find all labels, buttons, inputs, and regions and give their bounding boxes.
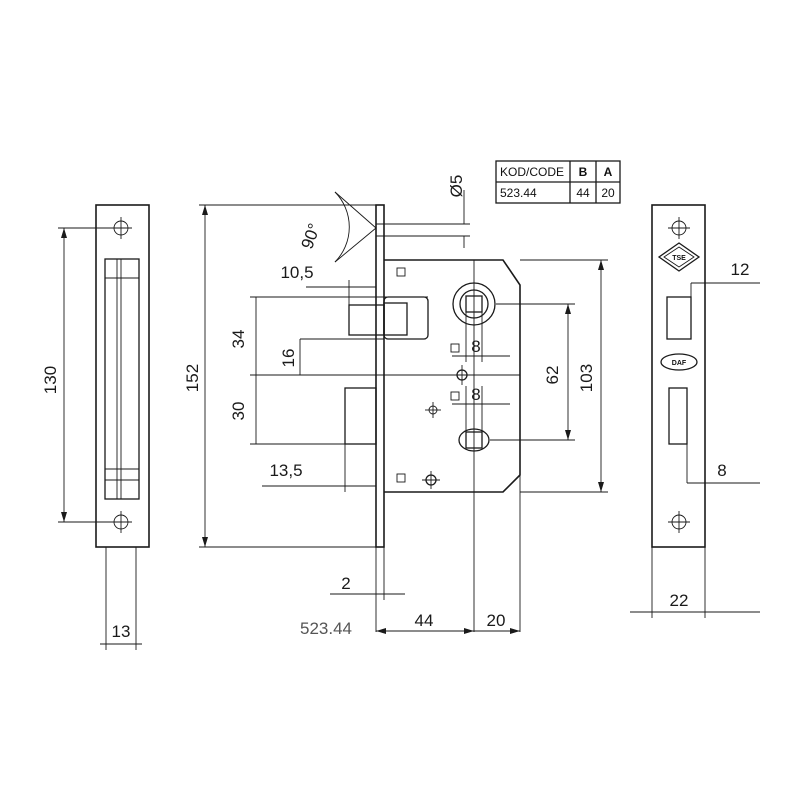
dim-44-label: 44 — [415, 611, 434, 630]
tse-logo-text: TSE — [672, 255, 686, 262]
spec-table-header-a: A — [604, 165, 613, 179]
dim-62-label: 62 — [543, 366, 562, 385]
spec-table-header-b: B — [579, 165, 588, 179]
tse-certification-logo: TSE — [657, 242, 701, 272]
dim-34-label: 34 — [229, 330, 248, 349]
dim-20-label: 20 — [487, 611, 506, 630]
dim-8-upper: 8 — [452, 312, 510, 362]
dim-130-label: 130 — [41, 366, 60, 394]
dim-12-label: 12 — [731, 260, 750, 279]
dim-30: 30 — [229, 375, 345, 445]
dim-diameter-5: Ø5 — [376, 175, 470, 248]
dim-diameter-5-label: Ø5 — [447, 175, 466, 198]
strike-top-screw-hole — [668, 217, 690, 239]
dim-13-label: 13 — [112, 622, 131, 641]
strike-bolt-opening — [668, 387, 688, 445]
dim-90-angle: 90° — [298, 191, 377, 263]
dim-2: 2 — [330, 574, 405, 595]
rivet-bottom — [422, 471, 440, 489]
spec-table-cell-code: 523.44 — [500, 186, 537, 200]
dim-22: 22 — [630, 547, 760, 618]
dim-62: 62 — [490, 303, 575, 441]
dim-13-5: 13,5 — [262, 444, 376, 492]
dim-34: 34 — [229, 297, 257, 375]
dim-12: 12 — [690, 260, 760, 297]
deadbolt — [344, 387, 377, 445]
dim-152-label: 152 — [183, 364, 202, 392]
dim-103-label: 103 — [577, 364, 596, 392]
strike-bottom-screw-hole — [668, 511, 690, 533]
rivet-left — [425, 402, 441, 418]
dim-2-label: 2 — [341, 574, 350, 593]
dim-10-5-label: 10,5 — [280, 263, 313, 282]
dim-30-label: 30 — [229, 402, 248, 421]
latch-bolt — [348, 296, 429, 340]
spec-table-header-code: KOD/CODE — [500, 165, 564, 179]
dim-8-upper-label: 8 — [471, 337, 480, 356]
daf-brand-logo: DAF — [660, 353, 698, 371]
left-faceplate-view: 130 13 — [41, 204, 150, 650]
dim-16: 16 — [279, 338, 384, 375]
dim-152: 152 — [183, 204, 376, 548]
faceplate-outline — [95, 204, 150, 548]
dim-130: 130 — [41, 227, 121, 523]
dim-10-5: 10,5 — [250, 263, 428, 305]
dim-16-label: 16 — [279, 349, 298, 368]
strike-plate-outline — [651, 204, 706, 548]
dim-8-lower: 8 — [452, 385, 510, 432]
dim-22-label: 22 — [670, 591, 689, 610]
dim-13-5-label: 13,5 — [269, 461, 302, 480]
dim-8-lower-label: 8 — [471, 385, 480, 404]
product-code-label: 523.44 — [300, 619, 352, 638]
dim-8-strike: 8 — [686, 444, 760, 484]
spec-table: KOD/CODE B A 523.44 44 20 — [495, 160, 621, 204]
dim-103: 103 — [520, 259, 608, 493]
right-strike-plate-view: TSE DAF 12 8 22 — [630, 204, 760, 618]
dim-20: 20 — [474, 611, 520, 634]
forend-plate — [375, 204, 385, 548]
spec-table-cell-a: 20 — [601, 186, 615, 200]
daf-logo-text: DAF — [672, 360, 687, 367]
lock-body-view: 152 90° Ø5 10,5 34 — [183, 175, 608, 638]
spec-table-cell-b: 44 — [576, 186, 590, 200]
dim-8-strike-label: 8 — [717, 461, 726, 480]
lock-case — [384, 259, 521, 493]
dim-13: 13 — [100, 547, 142, 650]
strike-latch-opening — [666, 296, 692, 340]
faceplate-slot — [104, 258, 140, 500]
dim-44: 44 — [376, 611, 474, 634]
dim-90-label: 90° — [298, 221, 325, 252]
